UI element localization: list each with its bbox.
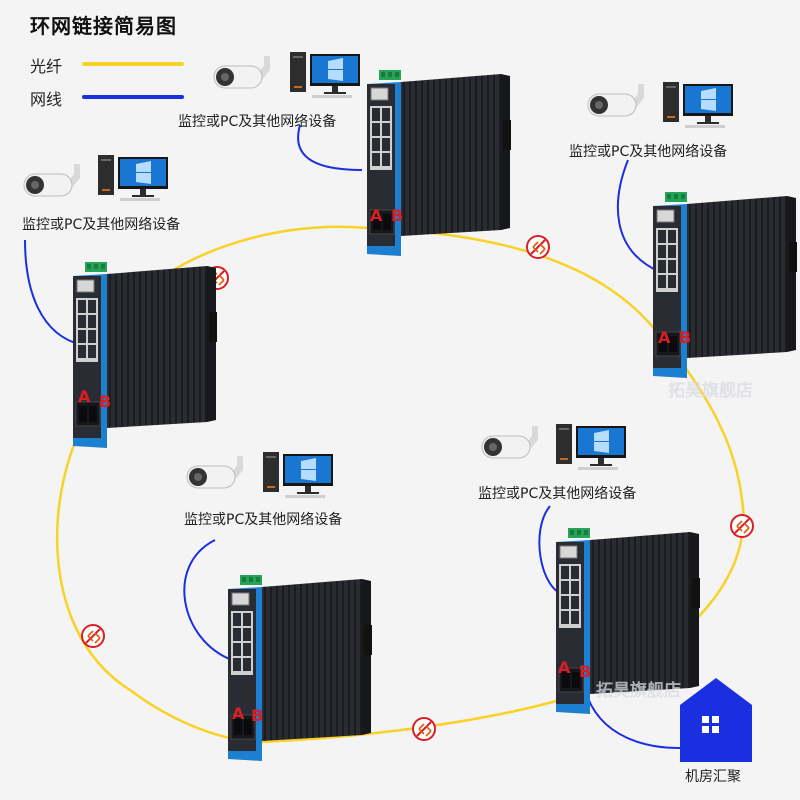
watermark: 拓昊旗舰店 (596, 681, 681, 701)
port-b-label: B (391, 206, 404, 225)
legend-cable-label: 网线 (30, 90, 63, 109)
page-title: 环网链接简易图 (30, 14, 177, 38)
switch-icon (366, 69, 512, 257)
pc-icon (663, 82, 733, 128)
pc-icon (98, 155, 168, 201)
switch-icon (227, 574, 373, 762)
port-a-label: A (232, 704, 245, 723)
device-label: 监控或PC及其他网络设备 (184, 512, 343, 528)
link-icon (412, 717, 436, 741)
pc-icon (290, 52, 360, 98)
port-a-label: A (370, 206, 383, 225)
camera-icon (23, 163, 81, 197)
camera-icon (481, 425, 539, 459)
legend-fiber-line (82, 62, 184, 66)
port-b-label: B (99, 392, 112, 411)
watermark: 拓昊旗舰店 (668, 381, 753, 401)
switch-icon (72, 261, 218, 449)
device-label: 监控或PC及其他网络设备 (22, 217, 181, 233)
port-b-label: B (251, 706, 264, 725)
pc-icon (263, 452, 333, 498)
switch-icon (652, 191, 798, 379)
device-label: 监控或PC及其他网络设备 (478, 486, 637, 502)
link-icon (526, 235, 550, 259)
device-label: 监控或PC及其他网络设备 (178, 114, 337, 130)
server-room-label: 机房汇聚 (685, 769, 741, 785)
port-a-label: A (558, 658, 571, 677)
camera-icon (213, 55, 271, 89)
legend-fiber-label: 光纤 (30, 57, 63, 76)
port-b-label: B (579, 662, 592, 681)
camera-icon (186, 455, 244, 489)
port-a-label: A (78, 387, 91, 406)
port-a-label: A (658, 328, 671, 347)
link-icon (81, 624, 105, 648)
building-icon (680, 678, 752, 762)
port-b-label: B (679, 328, 692, 347)
legend-cable-line (82, 95, 184, 99)
pc-icon (556, 424, 626, 470)
camera-icon (587, 83, 645, 117)
device-label: 监控或PC及其他网络设备 (569, 144, 728, 160)
link-icon (730, 514, 754, 538)
